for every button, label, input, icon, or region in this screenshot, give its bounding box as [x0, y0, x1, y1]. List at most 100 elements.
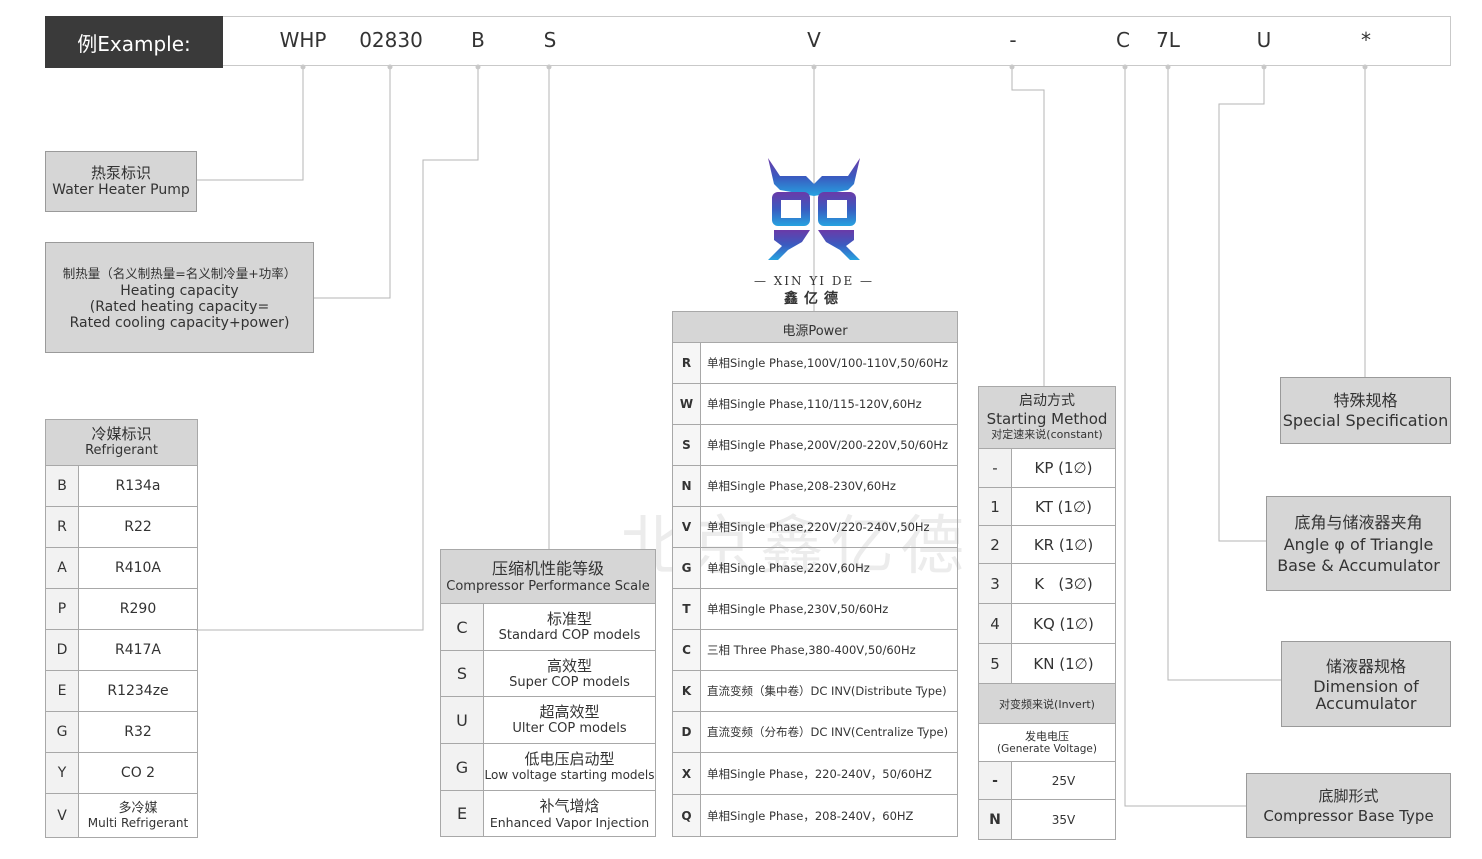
- row-value-en: Enhanced Vapor Injection: [489, 814, 650, 830]
- row-key: K: [672, 670, 701, 712]
- generate-voltage-en: (Generate Voltage): [997, 742, 1097, 755]
- table-row: -KP (1∅): [978, 448, 1116, 488]
- row-key: W: [672, 383, 701, 425]
- row-value: KP (1∅): [1011, 448, 1116, 488]
- row-value: 单相Single Phase,220V/220-240V,50Hz: [700, 506, 958, 548]
- row-key: -: [978, 448, 1012, 488]
- row-key: G: [672, 547, 701, 589]
- row-key: R: [672, 342, 701, 384]
- code-segment-accumulator: 7L: [1156, 28, 1180, 52]
- row-value: 多冷媒: [118, 800, 158, 816]
- row-value: KQ (1∅): [1011, 603, 1116, 644]
- row-value: CO 2: [77, 752, 199, 794]
- row-key: N: [672, 465, 701, 507]
- starting-method-header: 启动方式 Starting Method 对定速来说(constant): [978, 386, 1116, 449]
- capacity-en3: Rated cooling capacity+power): [69, 314, 290, 331]
- special-spec-box: 特殊规格 Special Specification: [1280, 377, 1451, 444]
- row-key: G: [45, 711, 79, 753]
- row-value: 直流变频（分布卷）DC INV(Centralize Type): [700, 711, 958, 753]
- code-segment-starting: -: [1009, 28, 1017, 52]
- refrigerant-title-en: Refrigerant: [85, 443, 158, 458]
- row-key: E: [45, 670, 79, 712]
- code-segment-scale: S: [543, 28, 557, 52]
- accumulator-en2: Accumulator: [1315, 694, 1417, 713]
- base-en: Compressor Base Type: [1263, 806, 1434, 825]
- row-value: R134a: [77, 465, 199, 507]
- refrigerant-title-zh: 冷媒标识: [91, 425, 152, 443]
- power-header: 电源Power: [672, 311, 958, 343]
- row-key: B: [45, 465, 79, 507]
- row-value: 单相Single Phase,110/115-120V,60Hz: [700, 383, 958, 425]
- row-key: G: [440, 743, 484, 791]
- row-value: R32: [77, 711, 199, 753]
- row-value: KT (1∅): [1011, 487, 1116, 526]
- brand-name-zh: 鑫亿德: [784, 291, 844, 307]
- row-key: X: [672, 752, 701, 795]
- code-segment-base: C: [1116, 28, 1130, 52]
- row-value: 单相Single Phase,100V/100-110V,50/60Hz: [700, 342, 958, 384]
- special-en: Special Specification: [1282, 410, 1449, 430]
- starting-method-table: 启动方式 Starting Method 对定速来说(constant) -KP…: [978, 386, 1116, 840]
- row-key: P: [45, 588, 79, 630]
- row-value-zh: 补气增焓: [539, 796, 600, 815]
- row-key: N: [978, 799, 1012, 840]
- row-key: C: [672, 629, 701, 671]
- code-segment-special: *: [1361, 28, 1371, 52]
- row-value: 单相Single Phase，220-240V，50/60HZ: [700, 752, 958, 795]
- row-value: KR (1∅): [1011, 525, 1116, 564]
- code-segment-power: V: [807, 28, 821, 52]
- row-key: U: [440, 696, 484, 744]
- row-value-en: Multi Refrigerant: [87, 815, 189, 830]
- row-value-en: Super COP models: [509, 674, 630, 690]
- row-key: C: [440, 603, 484, 651]
- row-value-zh: 高效型: [546, 656, 592, 675]
- brand-logo: — XIN YI DE — 鑫亿德: [748, 150, 880, 308]
- compressor-scale-en: Compressor Performance Scale: [446, 578, 650, 594]
- row-key: E: [440, 790, 484, 837]
- row-value: 单相Single Phase,230V,50/60Hz: [700, 588, 958, 630]
- row-value-en: Low voltage starting models: [484, 768, 655, 782]
- angle-box: 底角与储液器夹角 Angle φ of Triangle Base & Accu…: [1266, 496, 1451, 591]
- row-key: A: [45, 547, 79, 589]
- row-key: S: [672, 424, 701, 466]
- special-zh: 特殊规格: [1333, 390, 1398, 410]
- row-key: -: [978, 761, 1012, 800]
- row-value: 三相 Three Phase,380-400V,50/60Hz: [700, 629, 958, 671]
- row-value-en: Ulter COP models: [512, 721, 627, 736]
- row-key: Q: [672, 794, 701, 837]
- starting-sub: 对定速来说(constant): [991, 428, 1103, 441]
- row-value: 单相Single Phase,220V,60Hz: [700, 547, 958, 589]
- invert-header: 对变频来说(Invert): [978, 683, 1116, 724]
- heating-capacity-box: 制热量（名义制热量=名义制冷量+功率） Heating capacity (Ra…: [45, 242, 314, 353]
- logo-mark-icon: [768, 158, 860, 260]
- row-value-en: Standard COP models: [498, 628, 641, 643]
- table-row: -25V: [978, 761, 1116, 800]
- row-value: R410A: [77, 547, 199, 589]
- code-segment-whp: WHP: [279, 28, 327, 52]
- generate-voltage-zh: 发电电压: [1025, 729, 1069, 743]
